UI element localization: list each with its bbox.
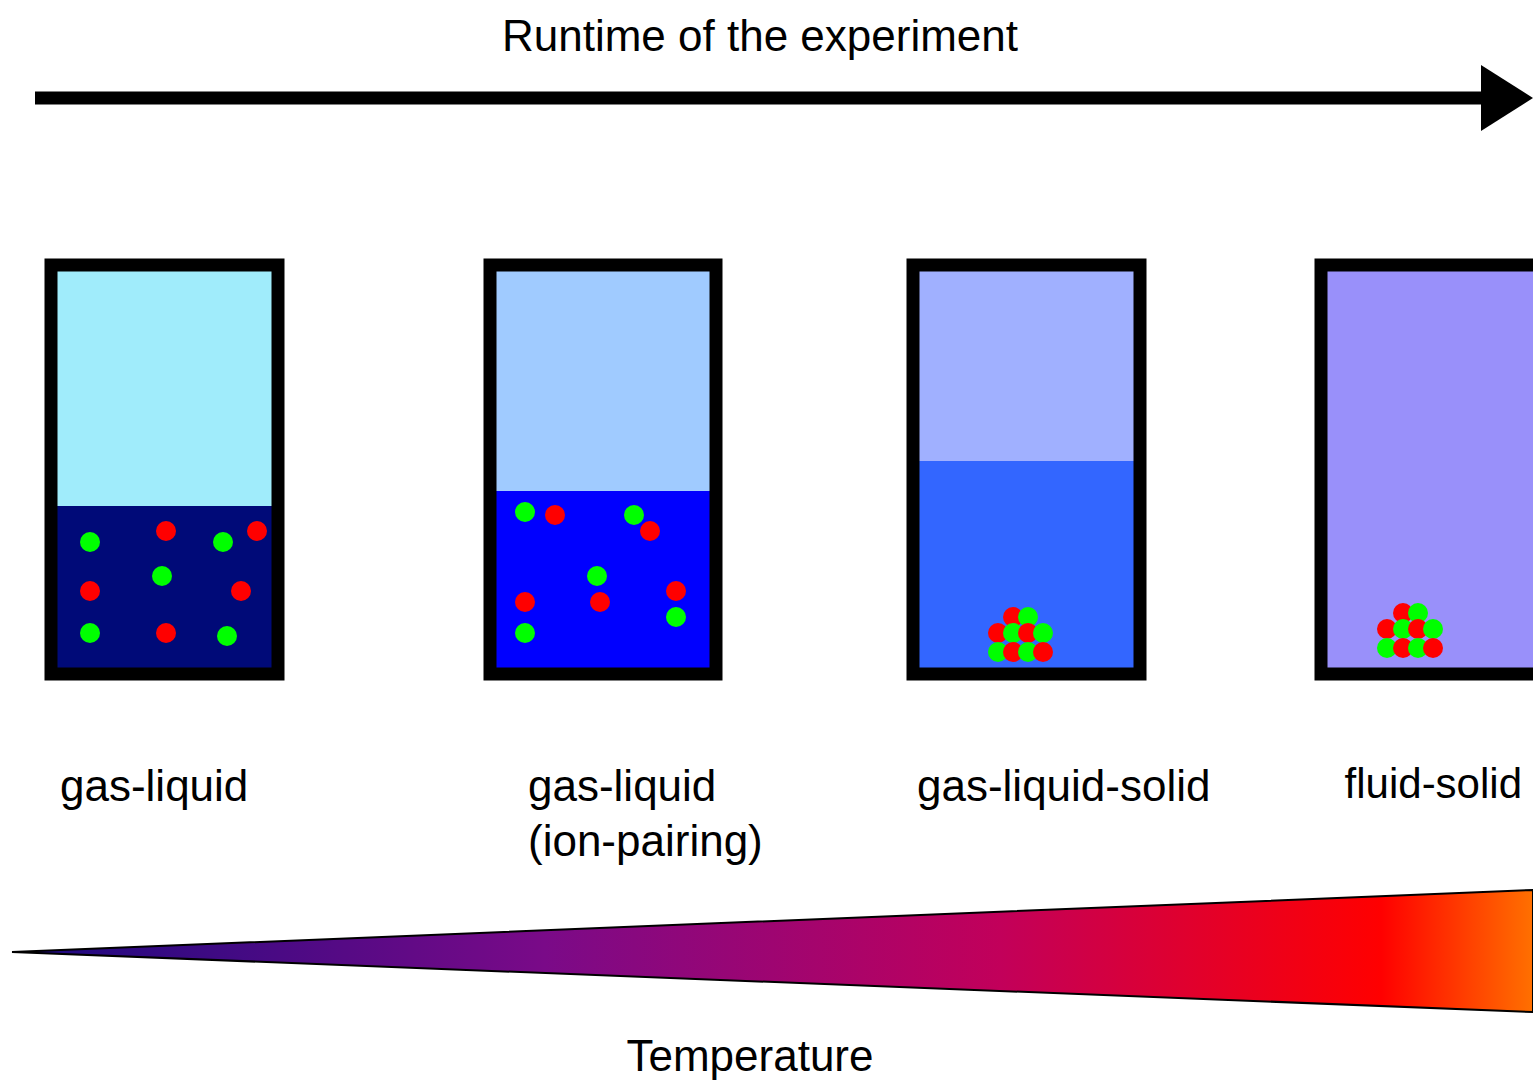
phase-label: fluid-solid bbox=[1345, 758, 1522, 811]
ion-dot bbox=[587, 566, 607, 586]
axis-title: Runtime of the experiment bbox=[502, 8, 1018, 63]
beaker bbox=[913, 265, 1140, 674]
temperature-wedge bbox=[12, 890, 1533, 1012]
ion-dot bbox=[545, 505, 565, 525]
axis-title: Temperature bbox=[626, 1028, 873, 1083]
ion-dot bbox=[156, 521, 176, 541]
beaker bbox=[1321, 265, 1533, 674]
beaker bbox=[490, 265, 716, 674]
ion-dot bbox=[247, 521, 267, 541]
ion-dot bbox=[666, 607, 686, 627]
ion-dots bbox=[80, 502, 1443, 662]
ion-dot bbox=[80, 532, 100, 552]
ion-dot bbox=[152, 566, 172, 586]
ion-dot bbox=[1033, 623, 1053, 643]
ion-dot bbox=[624, 505, 644, 525]
ion-dot bbox=[80, 581, 100, 601]
ion-dot bbox=[213, 532, 233, 552]
ion-dot bbox=[1423, 619, 1443, 639]
ion-dot bbox=[1423, 638, 1443, 658]
ion-dot bbox=[217, 626, 237, 646]
ion-dot bbox=[515, 623, 535, 643]
ion-dot bbox=[156, 623, 176, 643]
runtime-arrow bbox=[35, 65, 1533, 131]
phase-label: gas-liquid (ion-pairing) bbox=[528, 758, 778, 868]
ion-dot bbox=[231, 581, 251, 601]
ion-dot bbox=[515, 502, 535, 522]
ion-dot bbox=[640, 521, 660, 541]
beaker bbox=[51, 265, 278, 674]
ion-dot bbox=[1033, 642, 1053, 662]
phase-label: gas-liquid bbox=[60, 758, 248, 813]
ion-dot bbox=[80, 623, 100, 643]
ion-dot bbox=[515, 592, 535, 612]
phase-label: gas-liquid-solid bbox=[917, 758, 1210, 813]
ion-dot bbox=[666, 581, 686, 601]
ion-dot bbox=[590, 592, 610, 612]
